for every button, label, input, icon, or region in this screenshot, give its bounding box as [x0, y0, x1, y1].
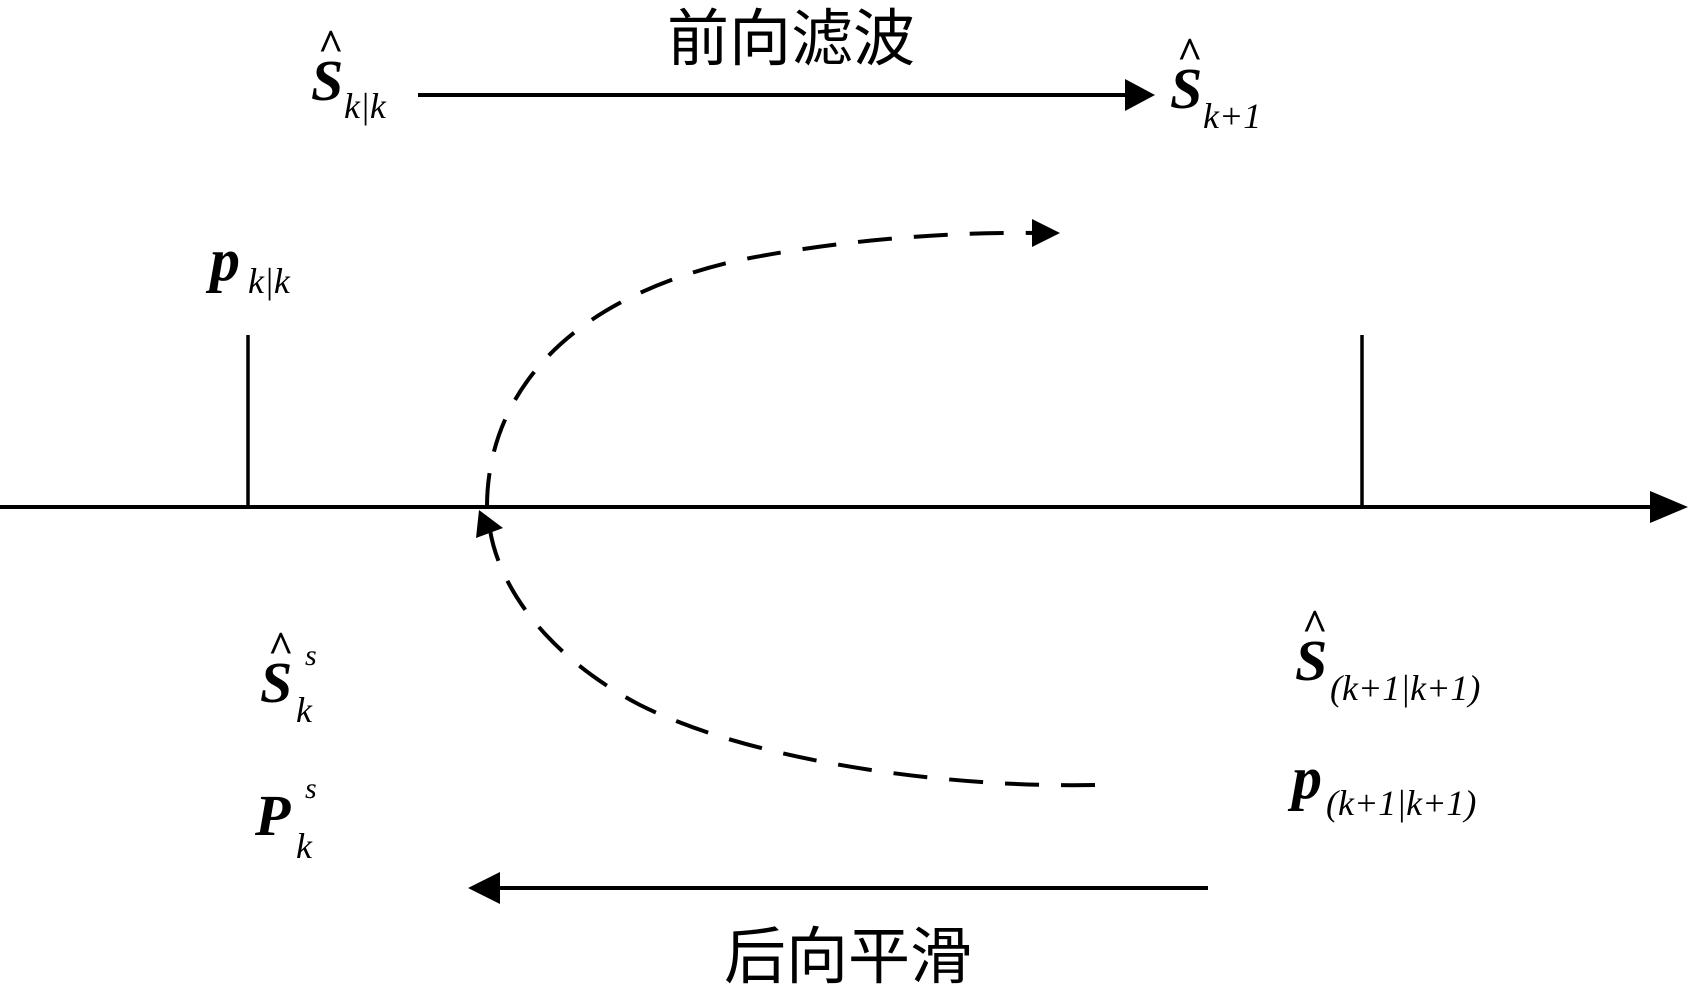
symbol-s-hat-k-given-k: ^ S k|k: [311, 21, 387, 126]
svg-text:^: ^: [268, 623, 294, 672]
svg-text:k+1: k+1: [1203, 96, 1261, 136]
symbol-p-smoothed-k: P s k: [254, 772, 317, 866]
svg-text:s: s: [305, 639, 317, 672]
svg-text:^: ^: [1177, 29, 1203, 78]
svg-text:S: S: [260, 650, 292, 715]
svg-text:k: k: [296, 690, 313, 730]
svg-text:k|k: k|k: [248, 261, 291, 301]
backward-smooth-arrow: [468, 872, 1208, 904]
symbol-p-k-given-k: p k|k: [205, 227, 291, 301]
backward-smooth-label: 后向平滑: [724, 920, 972, 985]
forward-filter-label: 前向滤波: [667, 2, 915, 75]
symbol-s-hat-k-plus-1: ^ S k+1: [1170, 29, 1261, 136]
symbol-p-k1-given-k1: p (k+1|k+1): [1287, 745, 1476, 823]
svg-text:S: S: [1170, 56, 1202, 121]
svg-text:S: S: [311, 48, 343, 113]
svg-text:^: ^: [318, 21, 344, 70]
svg-text:p: p: [205, 227, 240, 293]
forward-filter-arrow: [418, 79, 1155, 111]
svg-text:s: s: [305, 772, 317, 805]
svg-text:(k+1|k+1): (k+1|k+1): [1326, 783, 1476, 823]
svg-text:P: P: [254, 783, 291, 848]
symbol-s-hat-smoothed-k: ^ S s k: [260, 623, 317, 730]
svg-text:^: ^: [1302, 601, 1328, 650]
svg-text:k|k: k|k: [344, 86, 387, 126]
svg-text:S: S: [1295, 628, 1327, 693]
symbol-s-hat-k1-given-k1: ^ S (k+1|k+1): [1295, 601, 1480, 708]
svg-text:p: p: [1287, 745, 1322, 811]
svg-text:(k+1|k+1): (k+1|k+1): [1330, 668, 1480, 708]
svg-text:k: k: [296, 826, 313, 866]
forward-dashed-curve: [485, 219, 1060, 508]
time-axis: [0, 491, 1688, 523]
backward-dashed-curve: [476, 510, 1096, 788]
